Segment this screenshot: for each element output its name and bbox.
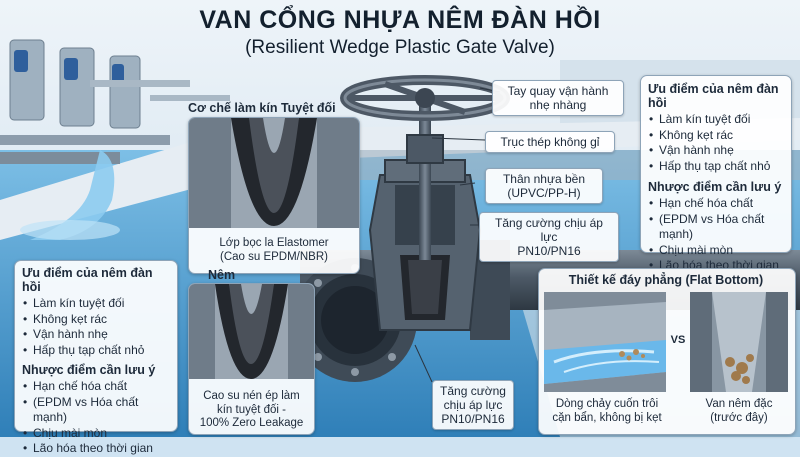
left-dis-item: Chịu mài mòn (22, 426, 170, 442)
right-dis-item: Hạn chế hóa chất (648, 196, 784, 212)
pressure-callout-line2: PN10/PN16 (517, 244, 581, 258)
seal-cross-section-image (189, 118, 359, 228)
left-dis-heading: Nhược điểm cần lưu ý (22, 363, 156, 377)
handwheel-callout-line1: Tay quay vận hành (507, 84, 609, 98)
solid-wedge-caption-line1: Van nêm đặc (705, 398, 773, 410)
body-callout-line2: (UPVC/PP-H) (507, 186, 581, 200)
pressure-callout-lower-line2: chịu áp lực (443, 398, 503, 412)
pressure-callout-lower: Tăng cường chịu áp lực PN10/PN16 (432, 380, 514, 430)
right-dis-heading: Nhược điểm cần lưu ý (648, 180, 782, 194)
body-callout-line1: Thân nhựa bền (502, 172, 586, 186)
wedge-panel-heading: Nêm (208, 268, 236, 282)
stem-callout: Trục thép không gỉ (485, 131, 615, 153)
wedge-cross-section-image (189, 284, 314, 379)
right-adv-list: Làm kín tuyệt đối Không kẹt rác Vận hành… (648, 112, 784, 174)
pressure-callout-lower-line1: Tăng cường (440, 384, 506, 398)
seal-panel-heading: Cơ chế làm kín Tuyệt đối (188, 101, 336, 115)
seal-panel: Lớp bọc la Elastomer (Cao su EPDM/NBR) (188, 117, 360, 274)
right-dis-list: Hạn chế hóa chất (EPDM vs Hóa chất mạnh)… (648, 196, 784, 274)
left-adv-heading: Ưu điểm của nêm đàn hồi (22, 266, 153, 294)
right-adv-heading: Ưu điểm của nêm đàn hồi (648, 82, 779, 110)
vs-label: VS (670, 334, 686, 346)
page-subtitle: (Resilient Wedge Plastic Gate Valve) (245, 37, 555, 58)
right-adv-item: Làm kín tuyệt đối (648, 112, 784, 128)
left-dis-item: Hạn chế hóa chất (22, 379, 170, 395)
seal-caption-line2: (Cao su EPDM/NBR) (220, 250, 328, 263)
left-dis-item: Lão hóa theo thời gian (22, 441, 170, 457)
right-pros-cons-panel: Ưu điểm của nêm đàn hồi Làm kín tuyệt đố… (640, 75, 792, 273)
wedge-caption-line2: kín tuyệt đối - (216, 403, 287, 416)
pressure-callout-lower-line3: PN10/PN16 (441, 412, 505, 426)
flow-caption-line1: Dòng chảy cuốn trôi (555, 398, 659, 410)
left-pros-cons-panel: Ưu điểm của nêm đàn hồi Làm kín tuyệt đố… (14, 260, 178, 456)
left-adv-item: Hấp thụ tạp chất nhỏ (22, 343, 170, 359)
solid-wedge-caption-line2: (trước đây) (710, 411, 768, 424)
wedge-caption-line1: Cao su nén ép làm (203, 390, 300, 402)
flow-caption: Dòng chảy cuốn trôi cặn bẩn, không bị kẹ… (544, 398, 670, 425)
page-title: VAN CỔNG NHỰA NÊM ĐÀN HỒI (199, 6, 601, 34)
flat-bottom-flow-image (544, 292, 666, 392)
solid-wedge-image (690, 292, 788, 392)
wedge-panel: Cao su nén ép làm kín tuyệt đối - 100% Z… (188, 283, 315, 435)
right-adv-item: Hấp thụ tạp chất nhỏ (648, 159, 784, 175)
left-adv-item: Làm kín tuyệt đối (22, 296, 170, 312)
handwheel-callout: Tay quay vận hành nhẹ nhàng (492, 80, 624, 116)
left-dis-list: Hạn chế hóa chất (EPDM vs Hóa chất mạnh)… (22, 379, 170, 457)
right-dis-item: Chịu mài mòn (648, 243, 784, 259)
right-adv-item: Vận hành nhẹ (648, 143, 784, 159)
body-callout: Thân nhựa bền (UPVC/PP-H) (485, 168, 603, 204)
handwheel-callout-line2: nhẹ nhàng (529, 98, 587, 112)
left-adv-item: Vận hành nhẹ (22, 327, 170, 343)
right-adv-item: Không kẹt rác (648, 128, 784, 144)
flat-bottom-heading: Thiết kế đáy phẳng (Flat Bottom) (568, 273, 764, 287)
left-dis-item: (EPDM vs Hóa chất mạnh) (22, 395, 170, 426)
solid-wedge-caption: Van nêm đặc (trước đây) (690, 398, 788, 425)
wedge-caption-line3: 100% Zero Leakage (199, 417, 304, 429)
pressure-callout: Tăng cường chịu áp lực PN10/PN16 (479, 212, 619, 262)
flow-caption-line2: cặn bẩn, không bị kẹt (552, 411, 662, 424)
left-adv-list: Làm kín tuyệt đối Không kẹt rác Vận hành… (22, 296, 170, 358)
right-dis-item: (EPDM vs Hóa chất mạnh) (648, 212, 784, 243)
seal-caption-line1: Lớp bọc la Elastomer (219, 237, 329, 249)
left-adv-item: Không kẹt rác (22, 312, 170, 328)
pressure-callout-line1: Tăng cường chịu áp lực (495, 216, 603, 244)
